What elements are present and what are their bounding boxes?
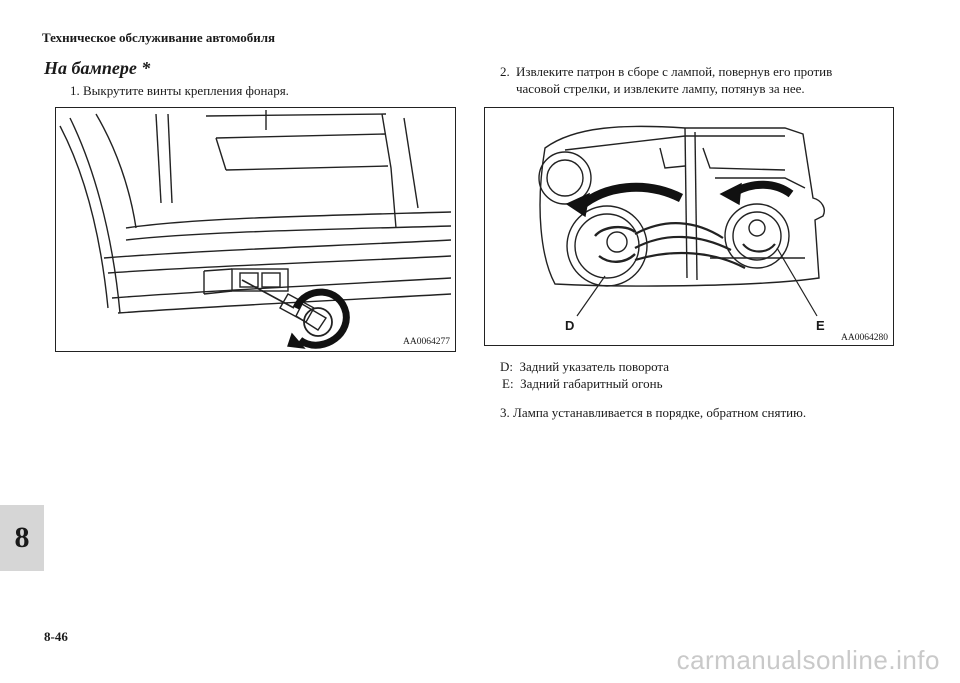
legend-text-e: Задний габаритный огонь xyxy=(520,376,663,391)
legend-row-e: E: Задний габаритный огонь xyxy=(502,376,663,392)
chapter-number: 8 xyxy=(14,521,30,554)
watermark: carmanualsonline.info xyxy=(676,645,940,675)
figure-left-code: AA0064277 xyxy=(403,337,450,347)
step-1-number: 1. xyxy=(70,83,80,98)
step-2-number: 2. xyxy=(500,64,510,79)
legend-text-d: Задний указатель поворота xyxy=(519,359,670,374)
step-3-text: Лампа устанавливается в порядке, обратно… xyxy=(513,405,807,420)
figure-bumper-screws: AA0064277 xyxy=(55,107,456,352)
legend-key-d: D: xyxy=(500,359,513,374)
step-3-number: 3. xyxy=(500,405,510,420)
step-1: 1. Выкрутите винты крепления фонаря. xyxy=(70,82,289,99)
figure-right-code: AA0064280 xyxy=(841,333,888,343)
section-title: На бампере * xyxy=(44,58,151,78)
legend-key-e: E: xyxy=(502,376,514,391)
lamp-housing-illustration xyxy=(538,125,825,317)
running-header: Техническое обслуживание автомобиля xyxy=(42,30,276,45)
step-2-line-1: Извлеките патрон в сборе с лампой, повер… xyxy=(516,64,833,79)
chapter-tab: 8 xyxy=(0,505,44,571)
legend-row-d: D: Задний указатель поворота xyxy=(500,359,669,375)
page-number: 8-46 xyxy=(44,629,68,644)
step-1-text: Выкрутите винты крепления фонаря. xyxy=(83,83,289,98)
callout-e: E xyxy=(816,318,825,333)
figure-lamp-sockets: D E AA0064280 xyxy=(484,107,894,346)
step-2-line-2: часовой стрелки, и извлеките лампу, потя… xyxy=(516,81,805,96)
bumper-illustration xyxy=(59,110,452,349)
step-3: 3. Лампа устанавливается в порядке, обра… xyxy=(500,404,806,421)
callout-d: D xyxy=(565,318,575,333)
